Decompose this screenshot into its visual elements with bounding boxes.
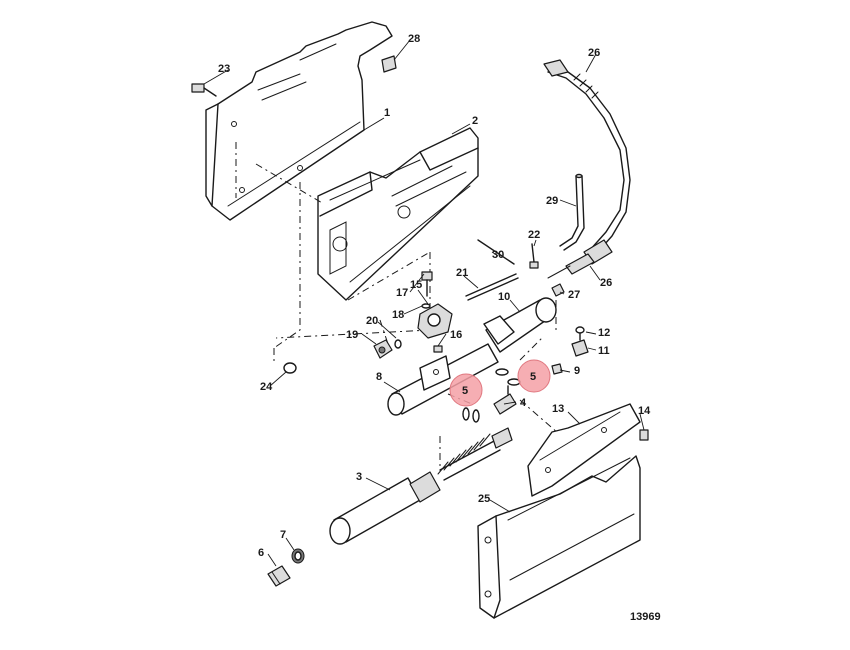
callout-28: 28 <box>408 33 420 45</box>
callout-5-left: 5 <box>462 385 468 397</box>
part-5-o-rings-lower <box>462 407 480 423</box>
callout-2: 2 <box>472 115 478 127</box>
callout-12: 12 <box>598 327 610 339</box>
part-16-screw <box>433 345 443 353</box>
callout-9: 9 <box>574 365 580 377</box>
callout-1: 1 <box>384 107 390 119</box>
part-20-washer <box>394 339 402 349</box>
part-6-fitting <box>267 565 291 587</box>
part-25-lower-housing <box>477 455 641 619</box>
part-12-o-ring <box>575 326 585 334</box>
callout-24: 24 <box>260 381 273 393</box>
callout-11: 11 <box>598 345 610 357</box>
part-10-actuator-body <box>483 297 557 353</box>
callout-21: 21 <box>456 267 468 279</box>
part-8-main-tube <box>387 343 499 416</box>
callout-29: 29 <box>546 195 558 207</box>
part-5-o-rings-upper <box>495 368 521 386</box>
callout-3: 3 <box>356 471 362 483</box>
highlight-circle-5-right <box>517 359 551 393</box>
callout-22: 22 <box>528 229 540 241</box>
part-11-elbow-fitting <box>571 331 589 357</box>
highlight-circle-5-left <box>449 373 483 407</box>
callout-23: 23 <box>218 63 230 75</box>
part-28-nut <box>381 55 397 73</box>
part-30-rod <box>477 239 515 265</box>
part-24-cap <box>283 362 297 374</box>
part-9-plug <box>551 363 563 375</box>
part-23-bolt <box>191 83 217 97</box>
part-2-channel-housing <box>317 127 479 301</box>
callout-6: 6 <box>258 547 264 559</box>
callout-13: 13 <box>552 403 564 415</box>
callout-20: 20 <box>366 315 378 327</box>
callout-25: 25 <box>478 493 490 505</box>
part-26-control-cable <box>543 59 631 279</box>
part-22-pin <box>529 243 539 269</box>
callout-19: 19 <box>346 329 358 341</box>
callout-4: 4 <box>520 397 527 409</box>
callout-leaders <box>203 39 645 567</box>
callout-labels: 1 2 3 4 5 5 6 7 8 9 10 11 12 13 14 15 16… <box>218 33 661 623</box>
callout-5-right: 5 <box>530 371 536 383</box>
callout-10: 10 <box>498 291 510 303</box>
callout-27: 27 <box>568 289 580 301</box>
callout-30: 30 <box>492 249 504 261</box>
part-7-seal-ring <box>291 548 305 564</box>
callout-16: 16 <box>450 329 462 341</box>
part-18-washer <box>421 303 431 309</box>
callout-26-lower: 26 <box>600 277 612 289</box>
figure-number: 13969 <box>630 611 661 623</box>
callout-7: 7 <box>280 529 286 541</box>
part-4-elbow-fitting <box>493 385 517 415</box>
callout-14: 14 <box>638 405 651 417</box>
callout-8: 8 <box>376 371 382 383</box>
part-17-bolt <box>421 271 433 297</box>
part-14-screw <box>639 429 649 441</box>
part-1-bracket-plate <box>205 21 393 221</box>
part-3-piston-assembly <box>329 427 513 545</box>
callout-18: 18 <box>392 309 404 321</box>
part-29-bent-tube <box>559 173 585 251</box>
callout-17: 17 <box>396 287 408 299</box>
part-27-fitting <box>551 283 565 297</box>
part-21-rod <box>465 273 519 301</box>
highlight-markers <box>449 359 551 407</box>
part-15-valve-block <box>417 303 453 339</box>
part-19-fitting <box>373 339 393 359</box>
callout-15: 15 <box>410 279 422 291</box>
callout-26-top: 26 <box>588 47 600 59</box>
part-13-side-plate <box>527 403 641 497</box>
